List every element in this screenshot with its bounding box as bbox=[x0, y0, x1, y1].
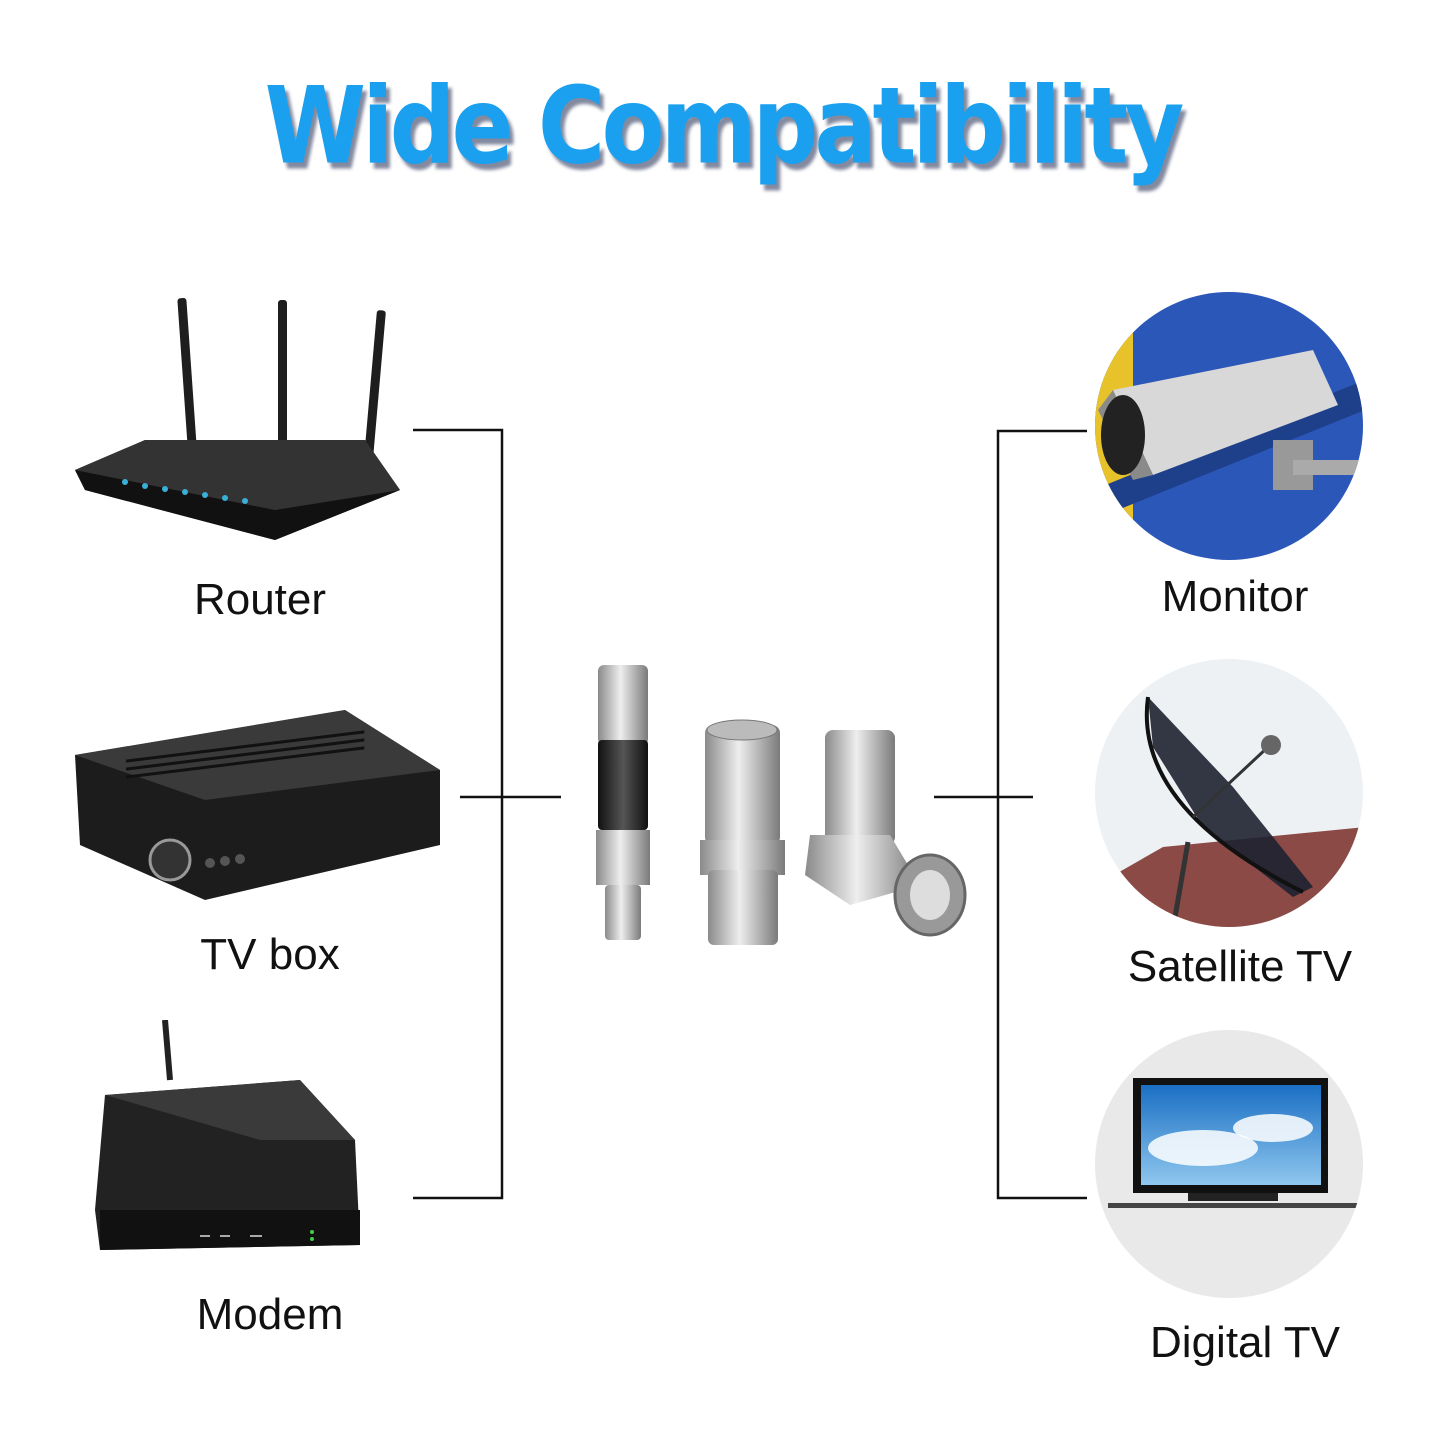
monitor-label: Monitor bbox=[1161, 572, 1309, 621]
flat-tv-icon bbox=[1095, 1030, 1363, 1298]
coaxial-connectors-icon bbox=[596, 665, 967, 945]
tv-box-label: TV box bbox=[200, 930, 340, 979]
satellite-dish-icon bbox=[1095, 659, 1363, 927]
router-icon bbox=[75, 298, 400, 540]
modem-label: Modem bbox=[196, 1290, 344, 1339]
digital-tv-label: Digital TV bbox=[1150, 1318, 1340, 1367]
tv-box-icon bbox=[75, 710, 440, 900]
router-label: Router bbox=[193, 575, 327, 624]
satellite-tv-label: Satellite TV bbox=[1127, 942, 1353, 991]
page-title: Wide Compatibility bbox=[264, 64, 1185, 188]
security-camera-icon bbox=[1095, 292, 1363, 560]
modem-icon bbox=[95, 1020, 360, 1250]
